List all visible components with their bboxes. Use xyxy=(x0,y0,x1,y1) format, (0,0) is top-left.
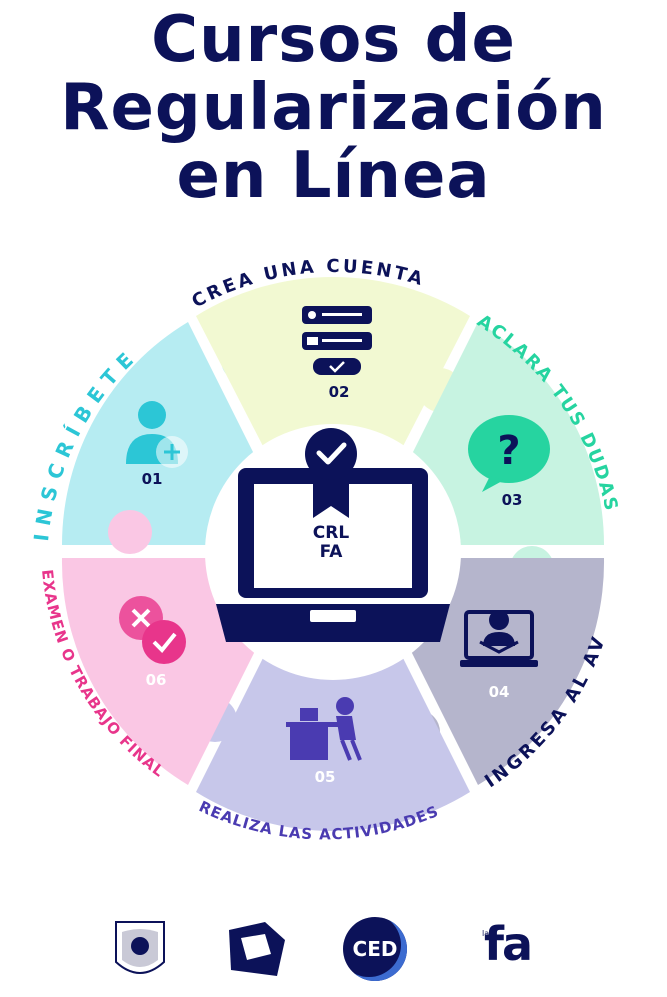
title-line-3: en Línea xyxy=(176,139,491,213)
ced-logo: CED xyxy=(343,917,407,981)
unam-seal-logo xyxy=(115,921,165,974)
question-bubble-icon: ? xyxy=(468,415,550,492)
svg-text:?: ? xyxy=(497,428,520,474)
step-06-number: 06 xyxy=(146,671,167,689)
center-label-line1: CRL xyxy=(313,523,350,543)
step-05-number: 05 xyxy=(315,768,336,786)
footer-logos: CED la fa xyxy=(0,905,667,995)
facultad-arquitectura-logo xyxy=(229,922,285,976)
desk-worker-icon xyxy=(286,697,362,761)
fa-logo-prefix: la xyxy=(482,929,490,938)
step-01-number: 01 xyxy=(142,470,163,488)
user-add-icon xyxy=(126,401,188,468)
laptop-user-icon xyxy=(460,610,538,667)
center-label-line2: FA xyxy=(320,542,344,562)
step-03-number: 03 xyxy=(502,491,523,509)
step-04-number: 04 xyxy=(489,683,510,701)
segment-06 xyxy=(61,510,258,785)
title-line-2: Regularización xyxy=(60,71,607,145)
exam-check-icon xyxy=(119,596,186,664)
badge-icon xyxy=(305,428,357,518)
process-wheel: CRL FA 01 02 ? 03 04 xyxy=(29,256,620,843)
title-line-1: Cursos de xyxy=(151,3,516,77)
fa-logo-text: fa xyxy=(484,917,533,971)
account-form-icon xyxy=(302,306,372,375)
ced-logo-text: CED xyxy=(352,937,398,961)
step-02-number: 02 xyxy=(329,383,350,401)
page-title: Cursos de Regularización en Línea xyxy=(0,6,667,210)
fa-logo: la fa xyxy=(482,917,552,983)
